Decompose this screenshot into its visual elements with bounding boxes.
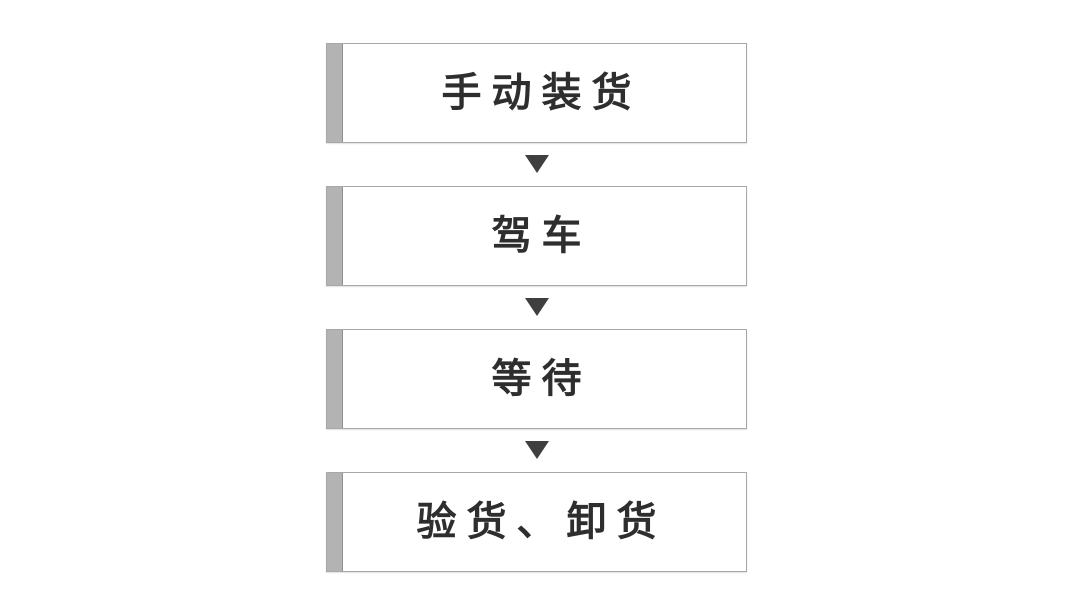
flow-step-label: 验货、卸货 <box>416 499 667 545</box>
flow-step-waiting: 等待 <box>326 329 747 429</box>
arrow-down-icon <box>524 441 549 459</box>
flow-step-label: 驾车 <box>491 213 592 259</box>
flow-step-manual-loading: 手动装货 <box>326 43 747 143</box>
accent-bar <box>327 473 343 571</box>
accent-bar <box>327 187 343 285</box>
flow-step-driving: 驾车 <box>326 186 747 286</box>
accent-bar <box>327 44 343 142</box>
flow-step-inspect-unload: 验货、卸货 <box>326 472 747 572</box>
flowchart: 手动装货 驾车 等待 验货、卸货 <box>326 43 747 572</box>
arrow-down-icon <box>524 155 549 173</box>
flow-step-label: 手动装货 <box>441 70 642 116</box>
arrow-down-icon <box>524 298 549 316</box>
accent-bar <box>327 330 343 428</box>
flow-step-label: 等待 <box>491 356 592 402</box>
